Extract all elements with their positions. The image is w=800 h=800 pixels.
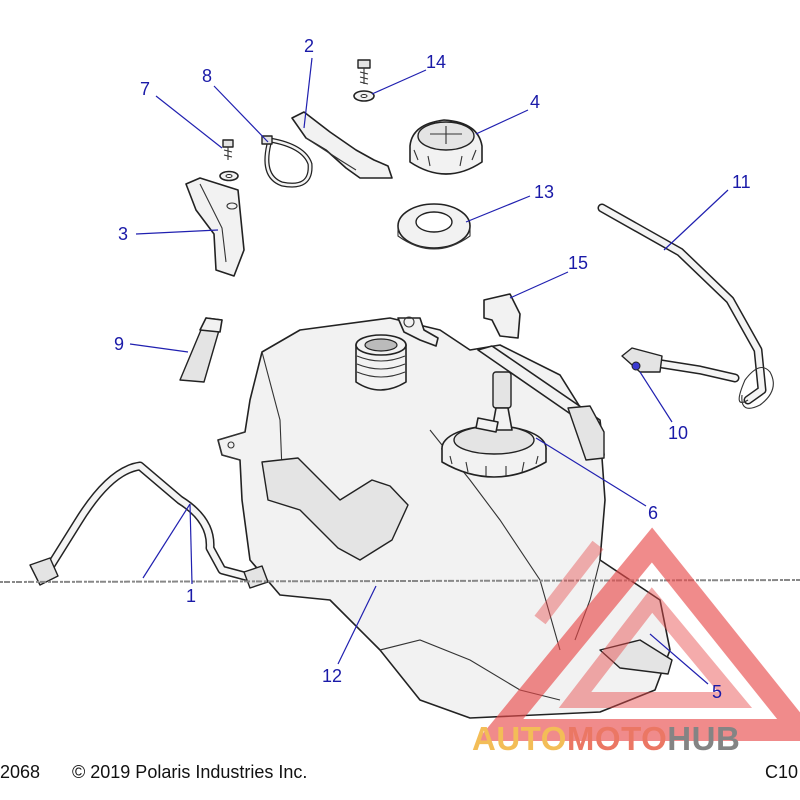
callout-7: 7 bbox=[140, 79, 150, 99]
svg-text:AUTOMOTOHUB: AUTOMOTOHUB bbox=[472, 720, 740, 757]
watermark-moto: MOTO bbox=[567, 720, 667, 757]
callout-2: 2 bbox=[304, 36, 314, 56]
callout-9: 9 bbox=[114, 334, 124, 354]
callout-10: 10 bbox=[668, 423, 688, 443]
watermark-triangle bbox=[476, 527, 800, 741]
callout-1: 1 bbox=[186, 586, 196, 606]
screw-7 bbox=[219, 139, 239, 182]
vent-fitting bbox=[397, 316, 439, 347]
fuel-cap bbox=[409, 119, 483, 175]
clip bbox=[483, 293, 521, 339]
watermark-auto: AUTO bbox=[472, 720, 567, 757]
callout-8: 8 bbox=[202, 66, 212, 86]
leader-lines bbox=[129, 57, 729, 685]
bracket-3 bbox=[185, 177, 245, 277]
screw-14 bbox=[353, 59, 375, 102]
vent-hose bbox=[597, 203, 774, 409]
filler-neck bbox=[355, 334, 407, 391]
callout-14: 14 bbox=[426, 52, 446, 72]
bracket-2 bbox=[291, 111, 393, 179]
callout-13: 13 bbox=[534, 182, 554, 202]
callout-11: 11 bbox=[732, 172, 751, 192]
pad bbox=[179, 317, 223, 383]
callout-12: 12 bbox=[322, 666, 342, 686]
callout-6: 6 bbox=[648, 503, 658, 523]
fuel-pump bbox=[441, 371, 547, 478]
callout-labels: 1 2 3 4 5 6 7 8 9 10 11 12 13 14 15 bbox=[114, 36, 751, 702]
callout-5: 5 bbox=[712, 682, 722, 702]
seal-ring bbox=[397, 203, 471, 250]
strap bbox=[261, 135, 313, 188]
fuel-line bbox=[29, 461, 269, 589]
hose-connector bbox=[621, 347, 663, 373]
watermark: AUTOMOTOHUB bbox=[472, 527, 800, 757]
footer-page-code: C10 bbox=[764, 762, 798, 782]
callout-4: 4 bbox=[530, 92, 540, 112]
footer-copyright: © 2019 Polaris Industries Inc. bbox=[72, 762, 308, 782]
footer-diagram-code: 2068 bbox=[0, 762, 41, 782]
lower-bracket bbox=[599, 639, 673, 675]
tank-rail bbox=[477, 345, 605, 461]
callout-15: 15 bbox=[568, 253, 588, 273]
watermark-hub: HUB bbox=[667, 720, 740, 757]
callout-3: 3 bbox=[118, 224, 128, 244]
